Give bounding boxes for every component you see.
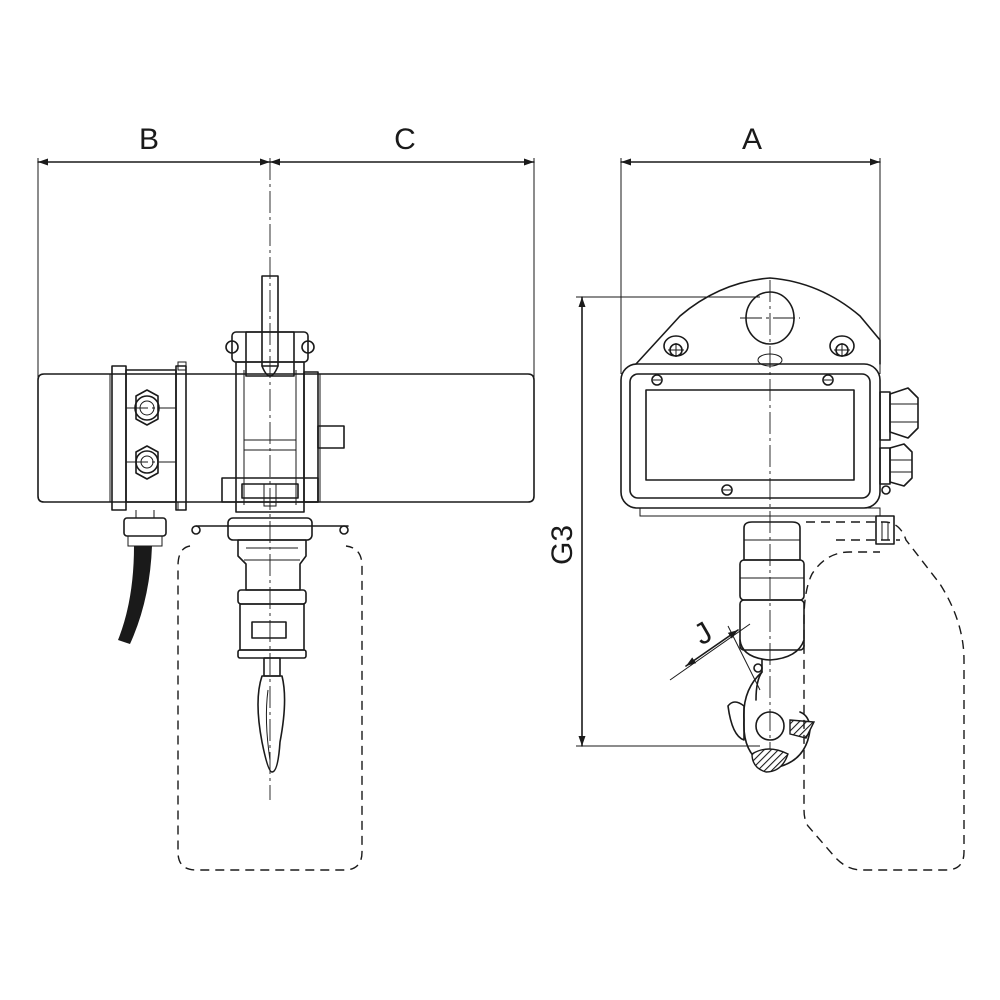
dimension-a: A [620,123,881,374]
dimension-label-g3: G3 [546,525,579,565]
suspension-yoke [221,275,345,513]
side-view-clearance-envelope [177,545,363,871]
terminal-box [111,361,187,547]
power-cable [118,546,152,644]
dimension-g3: G3 [546,296,760,747]
front-view: A G3 J [546,123,965,871]
dimension-label-c: C [394,123,416,156]
dimension-label-j: J [689,616,718,652]
hook-block-side [191,517,349,773]
dimension-label-a: A [742,123,762,156]
eye-bolt-left [663,335,689,357]
dimension-label-b: B [139,123,159,156]
suspension-plate [635,277,881,367]
hook-block-front [727,521,816,773]
side-view: B C [37,123,535,871]
dimension-b-c: B C [37,123,535,380]
front-cable-glands [875,387,919,545]
hoist-body [37,373,535,503]
eye-bolt-right [829,335,855,357]
front-view-clearance-envelope [803,521,965,871]
front-housing [620,363,891,517]
